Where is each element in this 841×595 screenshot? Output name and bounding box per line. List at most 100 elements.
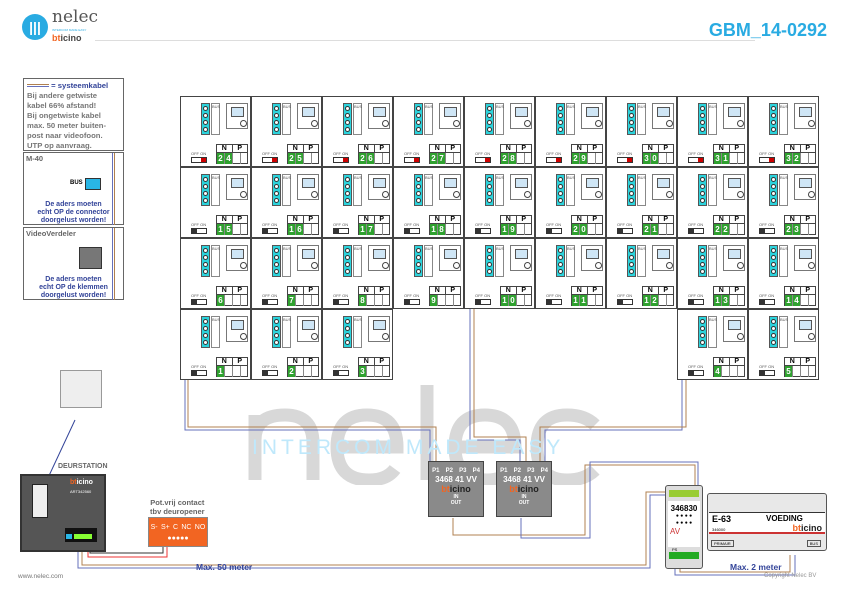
bus-label: BUS <box>70 180 83 186</box>
bus-terminal-icon <box>769 174 778 206</box>
off-on-switch[interactable]: OFF ON <box>333 364 349 376</box>
videophone-icon <box>368 103 390 129</box>
off-on-switch[interactable]: OFF ON <box>759 222 775 234</box>
videophone-icon <box>510 174 532 200</box>
off-on-switch[interactable]: OFF ON <box>191 364 207 376</box>
off-on-switch[interactable]: OFF ON <box>759 364 775 376</box>
off-on-switch[interactable]: OFF ON <box>688 151 704 163</box>
amplifier-brand: bticino <box>441 484 471 494</box>
off-on-switch[interactable]: OFF ON <box>475 151 491 163</box>
apartment-number-digit: 2 <box>288 153 296 164</box>
legend-line: kabel 66% afstand! <box>27 101 97 110</box>
off-on-switch[interactable]: OFF ON <box>333 222 349 234</box>
off-on-switch[interactable]: OFF ON <box>475 293 491 305</box>
apartment-number-digit: 1 <box>651 224 659 235</box>
off-on-switch[interactable]: OFF ON <box>404 151 420 163</box>
videophone-icon <box>368 245 390 271</box>
apartment-number-digit: 2 <box>714 224 722 235</box>
apartment-number-digit: 6 <box>296 224 304 235</box>
apartment-number-digit: 3 <box>793 224 801 235</box>
bus-label: BUS <box>637 174 646 206</box>
apartment-number-digit: 1 <box>501 224 509 235</box>
videoverdeler-title: VideoVerdeler <box>26 229 76 238</box>
videophone-icon <box>510 245 532 271</box>
legend-panel: = systeemkabel Bij andere getwiste kabel… <box>23 78 124 151</box>
legend-line: post naar videofoon. <box>27 131 103 140</box>
off-on-switch[interactable]: OFF ON <box>688 364 704 376</box>
apartment-number-digit: 2 <box>288 366 296 377</box>
logo-tagline: INTERCOM MADE EASY <box>52 28 87 32</box>
videophone-icon <box>652 103 674 129</box>
off-on-switch[interactable]: OFF ON <box>404 222 420 234</box>
apartment-number-digit: 9 <box>430 295 438 306</box>
video-distributor-icon <box>79 247 102 269</box>
cable-blue <box>674 555 796 576</box>
apartment-number-digit: 4 <box>714 366 722 377</box>
videophone-icon <box>581 103 603 129</box>
off-on-switch[interactable]: OFF ON <box>404 293 420 305</box>
off-on-switch[interactable]: OFF ON <box>475 222 491 234</box>
off-on-switch[interactable]: OFF ON <box>546 151 562 163</box>
door-station-brand: bticino <box>70 479 93 486</box>
off-on-switch[interactable]: OFF ON <box>262 293 278 305</box>
legend-key: = systeemkabel <box>27 81 120 91</box>
off-on-switch[interactable]: OFF ON <box>262 364 278 376</box>
bus-terminal-icon <box>343 316 352 348</box>
off-on-switch[interactable]: OFF ON <box>262 151 278 163</box>
off-on-switch[interactable]: OFF ON <box>759 151 775 163</box>
videophone-icon <box>723 174 745 200</box>
footer-website: www.nelec.com <box>18 573 64 580</box>
off-on-switch[interactable]: OFF ON <box>191 151 207 163</box>
off-on-switch[interactable]: OFF ON <box>191 293 207 305</box>
bus-terminal-icon <box>698 245 707 277</box>
bus-terminal-icon <box>485 103 494 135</box>
off-on-switch[interactable]: OFF ON <box>191 222 207 234</box>
videophone-icon <box>581 174 603 200</box>
logo-partner: bticino <box>52 33 82 43</box>
bus-terminal-icon <box>485 174 494 206</box>
off-on-switch[interactable]: OFF ON <box>617 222 633 234</box>
bus-label: BUS <box>495 103 504 135</box>
apartment-number-digit: 3 <box>714 153 722 164</box>
off-on-switch[interactable]: OFF ON <box>688 222 704 234</box>
m40-connector-icon <box>85 178 101 190</box>
off-on-switch[interactable]: OFF ON <box>617 151 633 163</box>
off-on-switch[interactable]: OFF ON <box>759 293 775 305</box>
m40-title: M-40 <box>26 154 44 163</box>
off-on-switch[interactable]: OFF ON <box>262 222 278 234</box>
bus-terminal-icon <box>556 174 565 206</box>
off-on-switch[interactable]: OFF ON <box>333 293 349 305</box>
primair-label: PRIMAIR <box>711 540 734 547</box>
cable <box>112 228 115 300</box>
bus-terminal-icon <box>272 174 281 206</box>
bus-label: BUS <box>637 245 646 277</box>
off-on-switch[interactable]: OFF ON <box>333 151 349 163</box>
bus-terminal-icon <box>769 245 778 277</box>
off-on-switch[interactable]: OFF ON <box>546 293 562 305</box>
off-on-switch[interactable]: OFF ON <box>546 222 562 234</box>
off-on-switch[interactable]: OFF ON <box>688 293 704 305</box>
apartment-number-digit: 3 <box>359 366 367 377</box>
off-on-switch[interactable]: OFF ON <box>617 293 633 305</box>
videophone-icon <box>368 316 390 342</box>
